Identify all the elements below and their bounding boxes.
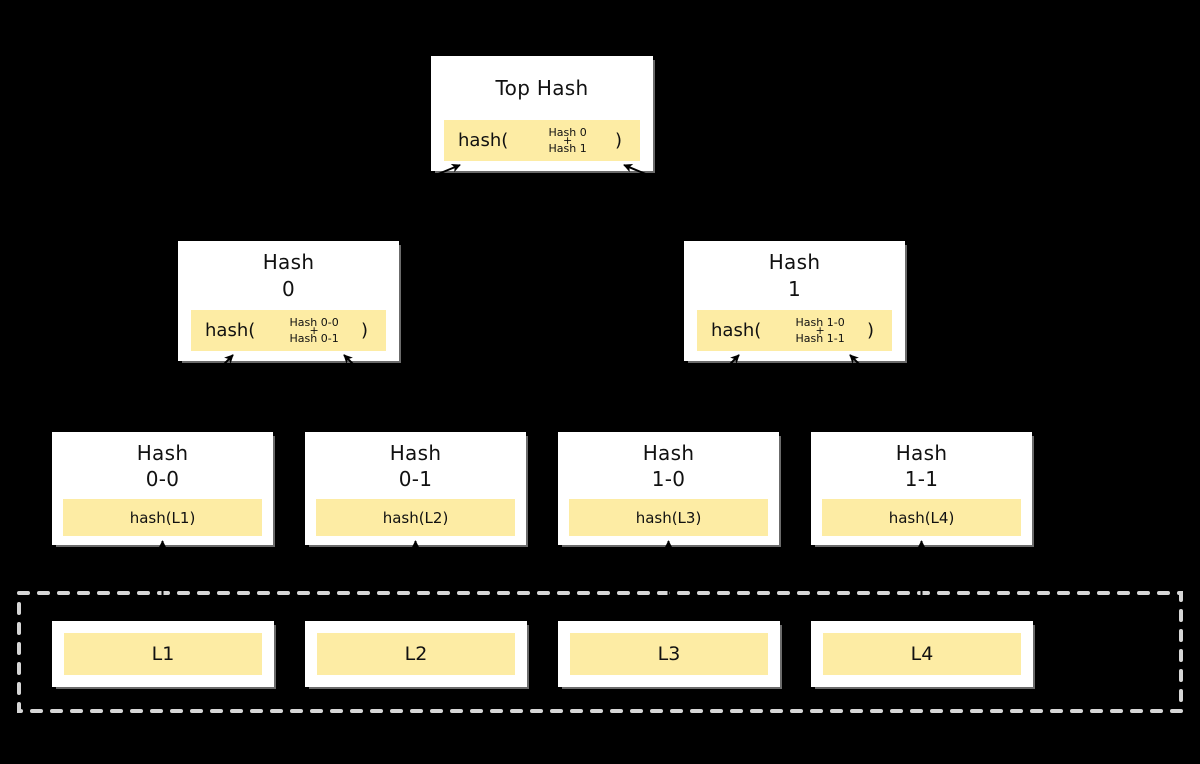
operand-bottom: Hash 1 xyxy=(548,142,587,155)
node-title-line1: Hash xyxy=(895,440,948,465)
formula-prefix: hash( xyxy=(458,130,509,151)
data-block-l1: L1 xyxy=(52,621,274,687)
arrow-hash-1-0-to-hash-1 xyxy=(667,354,740,428)
node-title-text: Top Hash xyxy=(495,75,589,100)
hash-formula: hash(L1) xyxy=(63,499,262,536)
hash-formula: hash( Hash 1-0 + Hash 1-1 ) xyxy=(697,310,892,351)
hash-formula: hash( Hash 0 + Hash 1 ) xyxy=(444,120,640,161)
hash-formula: hash( Hash 0-0 + Hash 0-1 ) xyxy=(191,310,386,351)
arrow-hash-0-0-to-hash-0 xyxy=(161,354,234,428)
node-title-line2: 1-0 xyxy=(651,466,686,491)
node-title: Hash 0 xyxy=(178,241,399,310)
node-title: Hash 0-1 xyxy=(305,432,526,499)
node-title-line1: Hash xyxy=(389,440,442,465)
node-top-hash: Top Hash hash( Hash 0 + Hash 1 ) xyxy=(431,56,653,171)
data-block-l4: L4 xyxy=(811,621,1033,687)
formula-text: hash(L3) xyxy=(635,508,702,527)
node-hash-0-0: Hash 0-0 hash(L1) xyxy=(52,432,273,545)
formula-text: hash(L4) xyxy=(888,508,955,527)
formula-suffix: ) xyxy=(866,320,874,341)
formula-operands: Hash 1-0 + Hash 1-1 xyxy=(796,317,845,344)
node-title-line1: Hash xyxy=(642,440,695,465)
operand-top: Hash 1-0 xyxy=(795,316,845,329)
node-title-line1: Hash xyxy=(768,249,821,274)
node-title: Hash 0-0 xyxy=(52,432,273,499)
operand-top: Hash 0-0 xyxy=(289,316,339,329)
data-block-label: L4 xyxy=(823,633,1021,675)
plus-operator: + xyxy=(563,134,573,147)
node-hash-0: Hash 0 hash( Hash 0-0 + Hash 0-1 ) xyxy=(178,241,399,361)
plus-operator: + xyxy=(815,324,825,337)
data-block-label: L2 xyxy=(317,633,515,675)
formula-operands: Hash 0 + Hash 1 xyxy=(549,127,587,154)
node-hash-1: Hash 1 hash( Hash 1-0 + Hash 1-1 ) xyxy=(684,241,905,361)
node-title-line1: Hash xyxy=(262,249,315,274)
formula-operands: Hash 0-0 + Hash 0-1 xyxy=(290,317,339,344)
formula-prefix: hash( xyxy=(205,320,256,341)
node-title-line2: 0 xyxy=(281,276,296,301)
node-title: Hash 1-0 xyxy=(558,432,779,499)
node-hash-0-1: Hash 0-1 hash(L2) xyxy=(305,432,526,545)
data-block-label: L3 xyxy=(570,633,768,675)
node-title-line2: 1 xyxy=(787,276,802,301)
node-title: Hash 1 xyxy=(684,241,905,310)
hash-formula: hash(L4) xyxy=(822,499,1021,536)
data-block-l3: L3 xyxy=(558,621,780,687)
hash-formula: hash(L2) xyxy=(316,499,515,536)
operand-top: Hash 0 xyxy=(548,126,587,139)
data-block-label: L1 xyxy=(64,633,262,675)
node-title: Hash 1-1 xyxy=(811,432,1032,499)
hash-formula: hash(L3) xyxy=(569,499,768,536)
node-hash-1-1: Hash 1-1 hash(L4) xyxy=(811,432,1032,545)
arrow-hash-0-1-to-hash-0 xyxy=(343,354,417,428)
arrow-hash-1-to-top-hash xyxy=(623,163,795,237)
formula-prefix: hash( xyxy=(711,320,762,341)
arrow-hash-0-to-top-hash xyxy=(288,163,461,237)
node-title-line1: Hash xyxy=(136,440,189,465)
arrow-hash-1-1-to-hash-1 xyxy=(849,354,923,428)
data-block-l2: L2 xyxy=(305,621,527,687)
operand-bottom: Hash 1-1 xyxy=(795,332,845,345)
formula-text: hash(L1) xyxy=(129,508,196,527)
node-title-line2: 0-1 xyxy=(398,466,433,491)
formula-suffix: ) xyxy=(360,320,368,341)
node-title-line2: 1-1 xyxy=(904,466,939,491)
node-hash-1-0: Hash 1-0 hash(L3) xyxy=(558,432,779,545)
node-title-line2: 0-0 xyxy=(145,466,180,491)
plus-operator: + xyxy=(309,324,319,337)
formula-text: hash(L2) xyxy=(382,508,449,527)
formula-suffix: ) xyxy=(614,130,622,151)
node-title: Top Hash xyxy=(431,56,653,120)
operand-bottom: Hash 0-1 xyxy=(289,332,339,345)
